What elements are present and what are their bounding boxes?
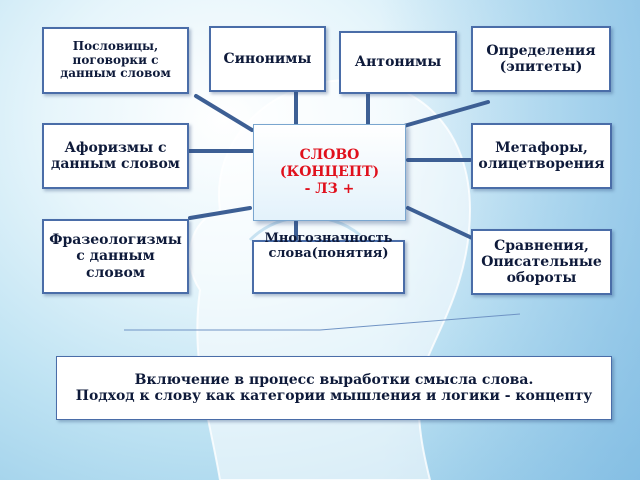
- node-aphorisms: Афоризмы с данным словом: [42, 123, 189, 189]
- node-comparisons-label: Сравнения, Описательные обороты: [481, 237, 602, 287]
- node-metaphors-label: Метафоры, олицетворения: [478, 139, 605, 172]
- node-definitions: Определения (эпитеты): [471, 26, 611, 92]
- node-proverbs-label: Пословицы, поговорки с данным словом: [60, 38, 171, 81]
- central-concept-notation: - ЛЗ +: [304, 180, 355, 197]
- footer-line-2: Подход к слову как категории мышления и …: [75, 388, 593, 404]
- footer-statement: Включение в процесс выработки смысла сло…: [56, 356, 612, 420]
- node-antonyms: Антонимы: [339, 31, 457, 94]
- node-proverbs: Пословицы, поговорки с данным словом: [42, 27, 189, 94]
- node-synonyms-label: Синонимы: [223, 50, 312, 67]
- central-concept-word: СЛОВО: [299, 147, 360, 164]
- connector-definitions: [402, 100, 490, 128]
- node-comparisons: Сравнения, Описательные обороты: [471, 229, 612, 295]
- node-polysemy-label: Многозначность слова(понятия): [264, 231, 393, 261]
- central-concept: СЛОВО (КОНЦЕПТ) - ЛЗ +: [253, 124, 406, 221]
- decorative-line: [124, 313, 521, 331]
- connector-proverbs: [194, 94, 254, 132]
- footer-line-1: Включение в процесс выработки смысла сло…: [134, 371, 534, 388]
- node-phraseologisms-label: Фразеологизмы с данным словом: [49, 232, 182, 281]
- node-phraseologisms: Фразеологизмы с данным словом: [42, 219, 189, 294]
- connector-phraseologisms: [188, 206, 252, 220]
- central-concept-term: (КОНЦЕПТ): [279, 164, 380, 181]
- node-aphorisms-label: Афоризмы с данным словом: [51, 139, 180, 172]
- connector-comparisons: [406, 206, 474, 240]
- node-metaphors: Метафоры, олицетворения: [471, 123, 612, 189]
- node-definitions-label: Определения (эпитеты): [486, 42, 596, 75]
- node-antonyms-label: Антонимы: [354, 54, 442, 71]
- node-synonyms: Синонимы: [209, 26, 326, 92]
- node-polysemy: Многозначность слова(понятия): [252, 231, 405, 294]
